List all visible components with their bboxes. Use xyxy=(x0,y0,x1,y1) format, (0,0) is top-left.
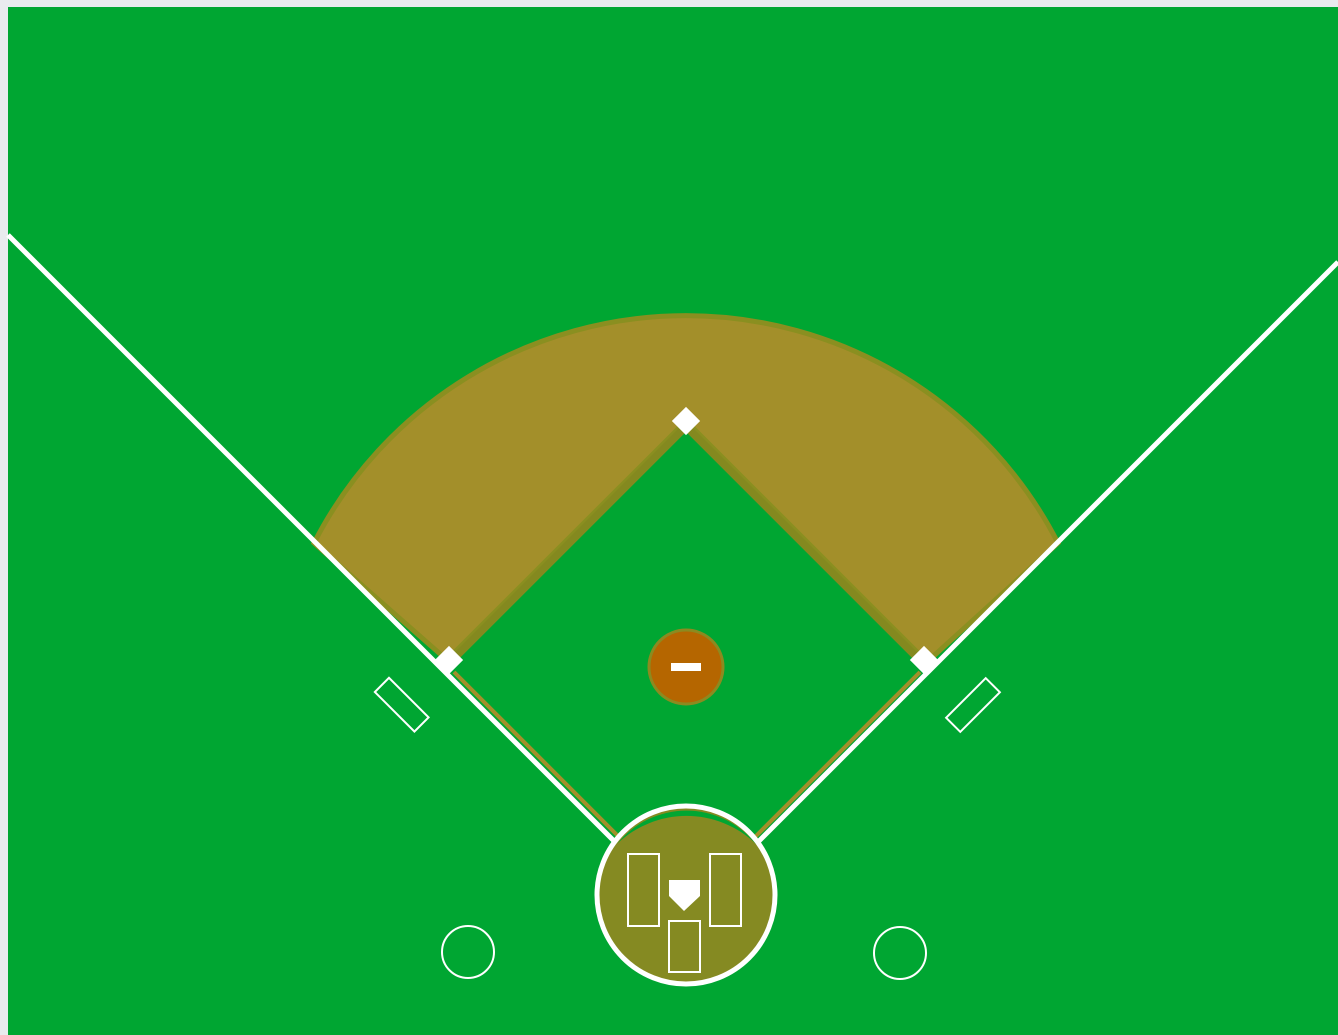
pitchers-rubber xyxy=(671,663,701,671)
